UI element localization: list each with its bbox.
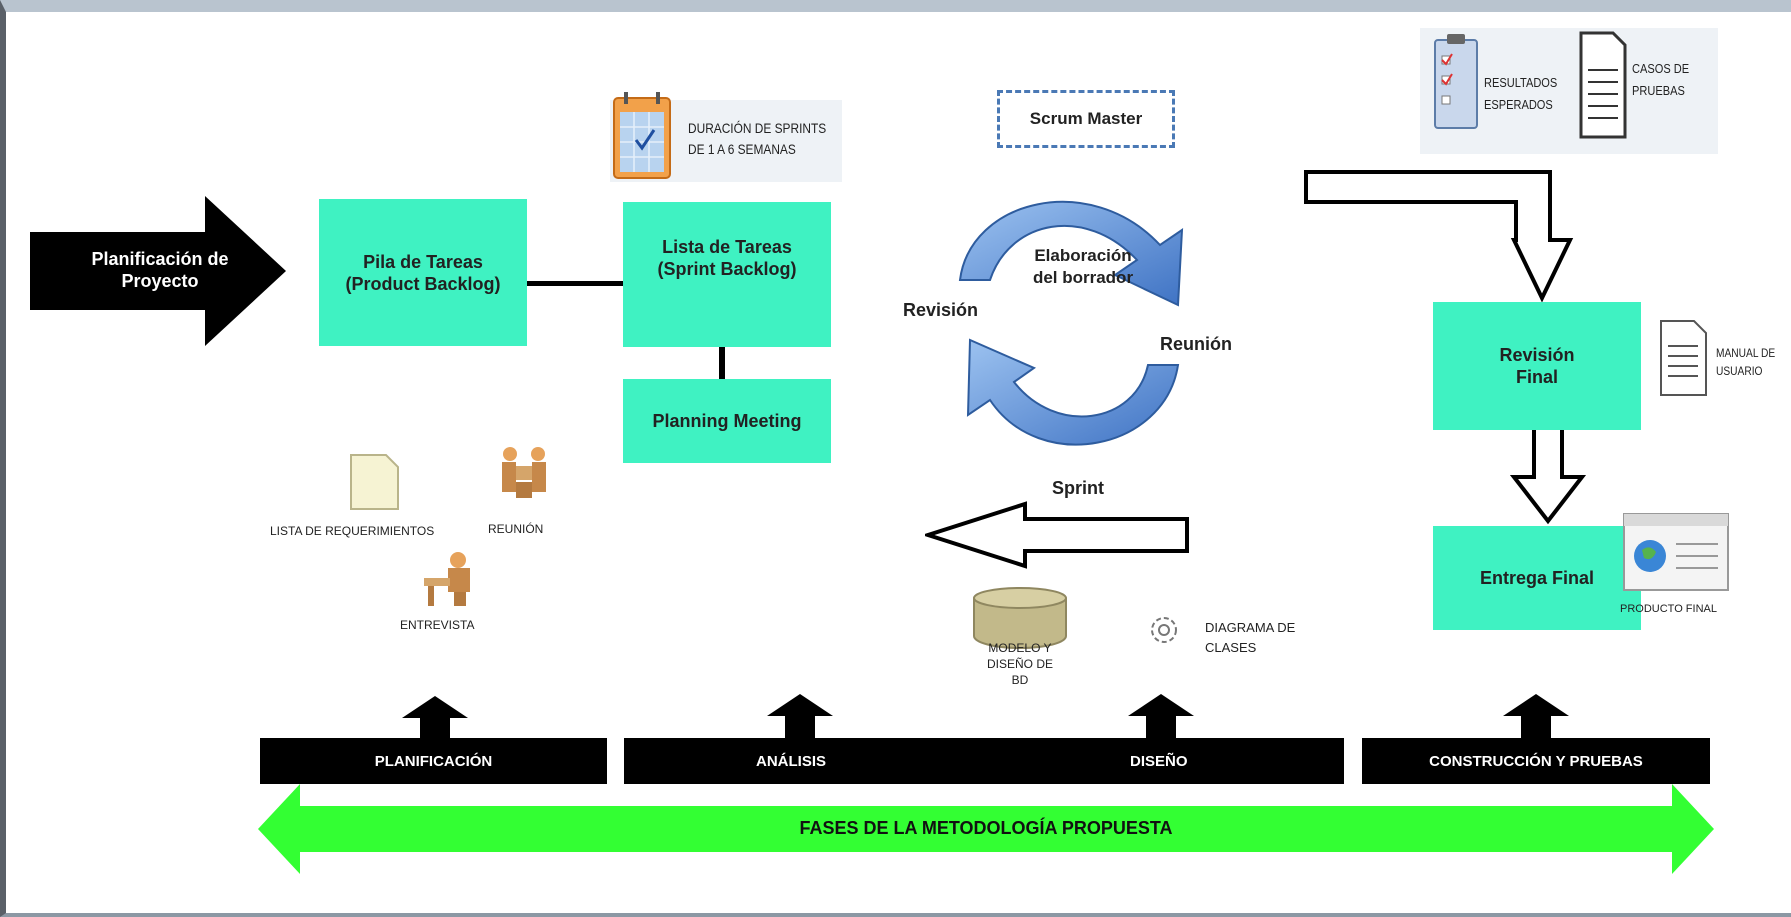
entrevista-text: ENTREVISTA xyxy=(400,618,475,632)
phase-construccion-label: CONSTRUCCIÓN Y PRUEBAS xyxy=(1429,752,1643,770)
producto-text: PRODUCTO FINAL xyxy=(1620,603,1717,615)
casos-text: CASOS DE PRUEBAS xyxy=(1632,61,1690,98)
diseno-up-arrow xyxy=(1128,694,1194,744)
requirements-document-icon xyxy=(350,454,399,510)
sprint-cycle-arrows xyxy=(958,200,1184,446)
phases-banner-arrow xyxy=(258,784,1714,874)
revision-final-box: Revisión Final xyxy=(1433,302,1641,430)
phase-planificacion: PLANIFICACIÓN xyxy=(260,738,607,784)
meeting-people-icon xyxy=(502,447,546,498)
diagrama-text: DIAGRAMA DE CLASES xyxy=(1205,620,1296,655)
document-icon xyxy=(1579,31,1627,139)
phases-banner-label: FASES DE LA METODOLOGÍA PROPUESTA xyxy=(799,818,1173,838)
planning-connector-line xyxy=(719,347,725,379)
phase-planificacion-label: PLANIFICACIÓN xyxy=(374,752,493,770)
sprint-label: Sprint xyxy=(1052,478,1104,498)
product-backlog-box: Pila de Tareas (Product Backlog) xyxy=(319,199,527,346)
phase-construccion: CONSTRUCCIÓN Y PRUEBAS xyxy=(1362,738,1710,784)
tests-to-review-arrow xyxy=(1304,170,1574,303)
sprint-backlog-box: Lista de Tareas (Sprint Backlog) xyxy=(623,202,831,347)
reunion-text: REUNIÓN xyxy=(488,522,544,536)
reunion-label: Reunión xyxy=(1160,334,1232,354)
scrum-master-box: Scrum Master xyxy=(997,90,1175,148)
sprint-return-arrow xyxy=(925,501,1189,569)
planning-meeting-box: Planning Meeting xyxy=(623,379,831,463)
phase-analisis-diseno: ANÁLISIS DISEÑO xyxy=(624,738,1344,784)
modelo-text: MODELO Y DISEÑO DE BD xyxy=(986,641,1053,687)
backlog-connector-line xyxy=(527,281,623,286)
planificacion-proyecto-arrow xyxy=(30,196,286,346)
scrum-master-label: Scrum Master xyxy=(1029,109,1143,128)
manual-document-icon xyxy=(1660,320,1707,396)
planificacion-proyecto-label: Planificación de Proyecto xyxy=(91,249,229,291)
analisis-up-arrow xyxy=(767,694,833,744)
construccion-up-arrow xyxy=(1503,694,1569,744)
lista-text: LISTA DE REQUERIMIENTOS xyxy=(270,524,435,538)
clipboard-icon xyxy=(1434,34,1478,129)
elaboracion-label: Elaboración del borrador xyxy=(1032,246,1134,287)
sprint-duration-text: DURACIÓN DE SPRINTS DE 1 A 6 SEMANAS xyxy=(688,120,827,157)
interview-people-icon xyxy=(424,552,470,606)
database-cylinder-icon xyxy=(973,587,1067,649)
product-window-icon xyxy=(1623,513,1729,591)
phase-diseno-label: DISEÑO xyxy=(1130,752,1188,770)
calendar-icon xyxy=(613,92,671,179)
resultados-text: RESULTADOS ESPERADOS xyxy=(1484,75,1558,112)
entrega-final-box: Entrega Final xyxy=(1433,526,1641,630)
phase-analisis-label: ANÁLISIS xyxy=(756,752,827,770)
planificacion-up-arrow xyxy=(402,696,468,746)
revision-label: Revisión xyxy=(903,300,979,320)
gear-icon xyxy=(1151,617,1177,643)
manual-text: MANUAL DE USUARIO xyxy=(1716,346,1776,378)
review-to-delivery-arrow xyxy=(1510,425,1587,525)
